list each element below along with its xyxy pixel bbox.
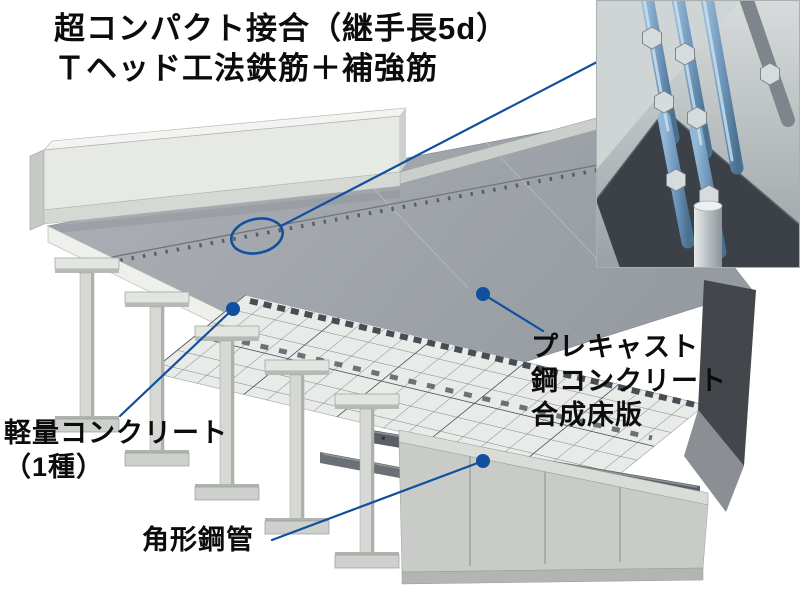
callout-precast-line3: 合成床版 — [531, 400, 643, 431]
joint-detail-inset — [596, 0, 800, 268]
shear-connector-row — [249, 298, 701, 409]
parapet-barrier — [29, 107, 407, 231]
figure-title-line1: 超コンパクト接合（継手長5d） — [54, 11, 509, 46]
leader-line-lightweight — [118, 307, 235, 418]
main-girder-side — [398, 429, 709, 585]
callout-dot-precast — [476, 287, 490, 301]
t-head-cylinder — [693, 200, 723, 268]
bridge-model — [29, 107, 756, 585]
girder-cross-section — [54, 257, 120, 433]
callout-lightweight-concrete: 軽量コンクリート （1種） — [4, 416, 228, 484]
right-end-fascia — [684, 280, 756, 512]
highlight-ellipse — [230, 217, 284, 255]
callout-lightweight-line2: （1種） — [4, 452, 105, 483]
barrier-shadow — [48, 190, 400, 234]
rebar-mesh — [149, 294, 706, 483]
leader-line-square-pipe — [270, 459, 485, 542]
deck-joint-line — [74, 158, 631, 271]
callout-precast: プレキャスト 鋼コンクリート 合成床版 — [531, 330, 727, 432]
inset-concrete-slab — [596, 110, 800, 268]
callout-precast-line2: 鋼コンクリート — [531, 366, 727, 397]
leader-line-precast — [481, 292, 545, 333]
callout-lightweight-line1: 軽量コンクリート — [4, 418, 228, 448]
leader-line-detail-inset — [279, 60, 599, 228]
hex-bolts — [642, 26, 780, 208]
callout-square-pipe: 角形鋼管 — [142, 525, 254, 555]
callout-dot-lightweight — [226, 302, 240, 316]
callout-dot-square-pipe — [476, 454, 490, 468]
shear-connector-row-2 — [204, 330, 653, 441]
annotations — [118, 60, 599, 542]
callout-precast-line1: プレキャスト — [531, 332, 699, 362]
figure-title-line2: Ｔヘッド工法鉄筋＋補強筋 — [54, 51, 438, 86]
